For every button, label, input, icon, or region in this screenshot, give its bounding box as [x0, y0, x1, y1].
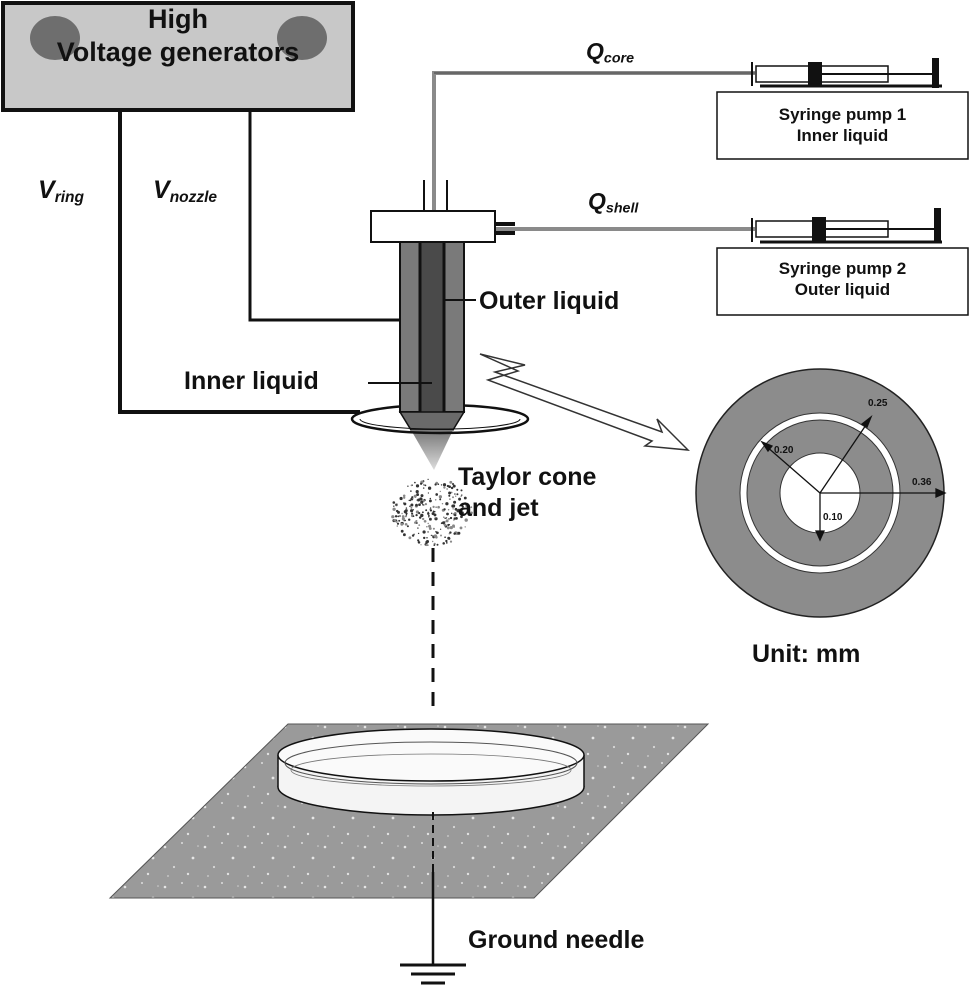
zoom-arrow	[479, 353, 690, 451]
petri-dish	[277, 728, 585, 816]
syringe-pump-2-label: Syringe pump 2 Outer liquid	[717, 258, 968, 300]
dim-outer-radius: 0.25	[868, 398, 888, 409]
unit-label: Unit: mm	[752, 640, 861, 668]
ground-needle-label: Ground needle	[468, 926, 645, 954]
ground-needle	[400, 812, 466, 985]
outer-liquid-label: Outer liquid	[479, 287, 620, 315]
syringe-pump-1	[716, 58, 969, 160]
generator-title: High Voltage generators	[3, 3, 353, 69]
taylor-cone-line1: Taylor cone	[458, 463, 597, 491]
taylor-cone-line2: and jet	[458, 494, 539, 522]
dim-core-radius: 0.10	[823, 512, 843, 523]
nozzle-manifold	[370, 210, 496, 243]
high-voltage-generator	[1, 1, 355, 112]
wire-ring	[118, 110, 360, 414]
v-ring-label: Vring	[38, 176, 84, 207]
generator-title-line2: Voltage generators	[56, 37, 300, 67]
v-nozzle-symbol: V	[153, 176, 170, 204]
v-ring-subscript: ring	[54, 188, 84, 206]
inner-liquid-label: Inner liquid	[184, 367, 319, 395]
taylor-cone	[411, 430, 453, 470]
dim-shell-radius: 0.36	[912, 477, 932, 488]
syringe-pump-1-label: Syringe pump 1 Inner liquid	[717, 104, 968, 146]
v-ring-symbol: V	[38, 176, 55, 204]
dim-inner-outer-radius: 0.20	[774, 445, 794, 456]
taylor-cone-label: Taylor cone and jet	[458, 462, 596, 524]
spray-cloud	[391, 478, 473, 547]
q-shell-subscript: shell	[605, 200, 639, 217]
nozzle-cross-section	[695, 368, 947, 618]
q-shell-label: Qshell	[588, 188, 638, 217]
wire-nozzle	[248, 110, 400, 322]
q-core-subscript: core	[603, 50, 634, 67]
syringe-pump-1-title: Syringe pump 1	[778, 105, 907, 124]
syringe-pump-2	[716, 208, 969, 316]
syringe-pump-2-title: Syringe pump 2	[778, 259, 907, 278]
v-nozzle-label: Vnozzle	[153, 176, 217, 207]
ring-electrode-front	[350, 418, 530, 435]
generator-title-line1: High	[148, 4, 208, 34]
generator-knob-right	[277, 16, 327, 60]
v-nozzle-subscript: nozzle	[169, 188, 218, 206]
syringe-pump-1-liquid: Inner liquid	[796, 126, 889, 145]
syringe-pump-2-liquid: Outer liquid	[794, 280, 891, 299]
generator-knob-left	[30, 16, 80, 60]
q-core-symbol: Q	[586, 38, 604, 64]
q-core-label: Qcore	[586, 38, 634, 67]
q-shell-symbol: Q	[588, 188, 606, 214]
